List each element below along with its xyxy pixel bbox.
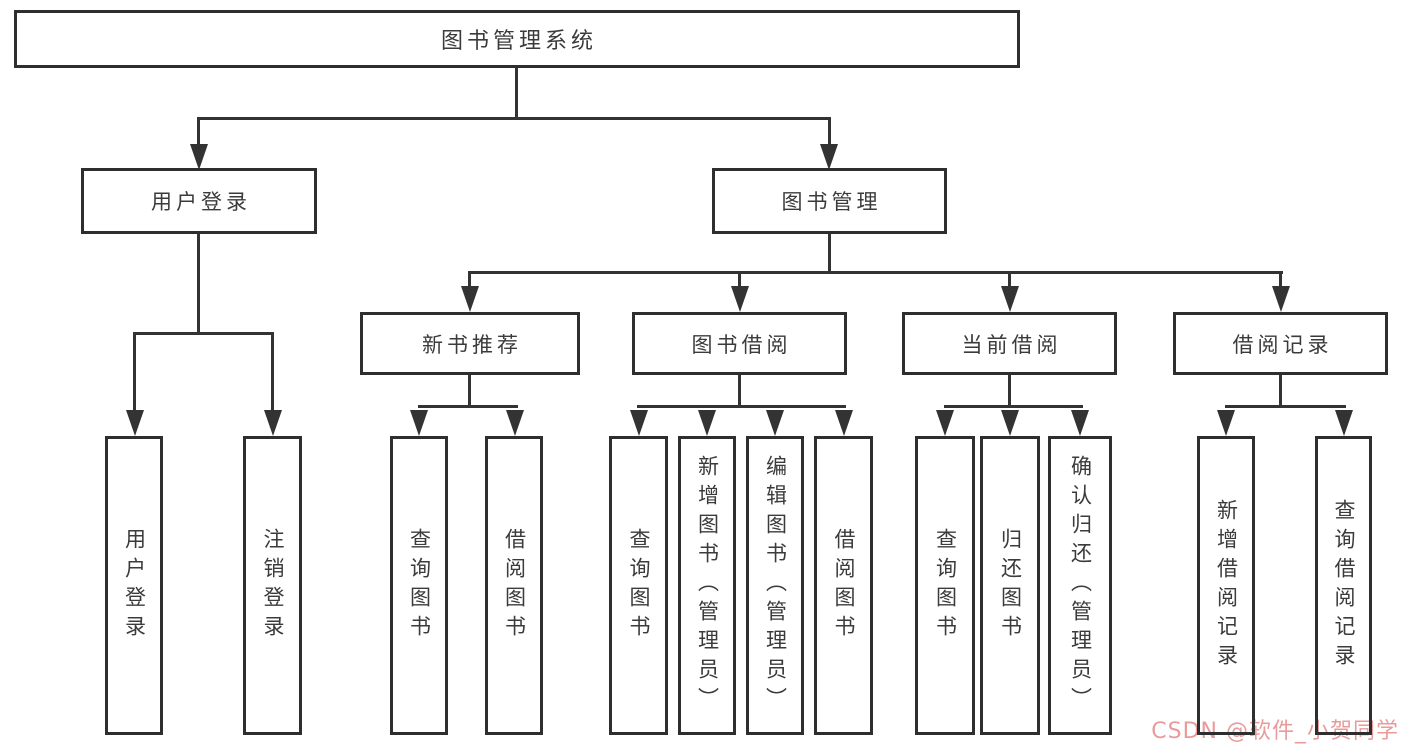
node-label: 新增图书（管理员） [695,455,720,716]
connector-arrow [1272,286,1290,312]
connector-line [1279,271,1282,289]
node-book-management: 图书管理 [712,168,947,234]
connector-line [738,375,741,408]
leaf-borrow-books-recommend: 借阅图书 [485,436,543,735]
connector-line [944,405,1083,408]
connector-arrow [1217,410,1235,436]
node-label: 当前借阅 [961,332,1062,357]
connector-arrow [264,410,282,436]
connector-line [637,405,846,408]
leaf-add-borrow-record: 新增借阅记录 [1197,436,1255,735]
connector-arrow [766,410,784,436]
connector-arrow [698,410,716,436]
connector-line [468,271,471,289]
node-label: 注销登录 [261,527,285,644]
connector-arrow [731,286,749,312]
connector-line [271,332,274,412]
node-label: 查询图书 [627,527,651,644]
node-label: 查询图书 [407,527,432,644]
connector-arrow [461,286,479,312]
node-label: 编辑图书（管理员） [763,455,788,716]
leaf-query-books-recommend: 查询图书 [390,436,448,735]
connector-line [418,405,518,408]
connector-arrow [410,410,428,436]
node-label: 查询图书 [933,527,958,644]
connector-arrow [506,410,524,436]
csdn-watermark: CSDN @软件_小贺同学 [1151,719,1399,744]
connector-arrow [1335,410,1353,436]
node-user-login: 用户登录 [81,168,317,234]
node-label: 借阅图书 [832,527,856,644]
leaf-borrow-books: 借阅图书 [814,436,873,735]
connector-line [828,117,831,147]
connector-arrow [126,410,144,436]
node-label: 用户登录 [122,527,147,644]
connector-line [515,68,518,120]
connector-arrow [190,144,208,170]
connector-line [133,332,274,335]
connector-line [133,332,136,412]
connector-arrow [936,410,954,436]
connector-arrow [835,410,853,436]
node-label: 查询借阅记录 [1332,498,1356,673]
connector-line [1008,375,1011,408]
node-label: 新书推荐 [422,332,522,357]
node-current-borrowing: 当前借阅 [902,312,1117,375]
leaf-confirm-return-admin: 确认归还（管理员） [1048,436,1112,735]
connector-line [1008,271,1011,289]
node-book-borrowing: 图书借阅 [632,312,847,375]
connector-arrow [1071,410,1089,436]
node-label: 图书管理 [781,190,882,214]
leaf-edit-book-admin: 编辑图书（管理员） [746,436,804,735]
connector-line [468,271,1283,274]
connector-arrow [820,144,838,170]
leaf-logout: 注销登录 [243,436,302,735]
node-new-book-recommendation: 新书推荐 [360,312,580,375]
node-label: 确认归还（管理员） [1068,455,1093,716]
leaf-query-borrow-record: 查询借阅记录 [1315,436,1372,735]
node-label: 用户登录 [151,190,251,214]
node-borrowing-records: 借阅记录 [1173,312,1388,375]
leaf-query-books-current: 查询图书 [915,436,975,735]
node-label: 图书借阅 [691,332,792,357]
connector-arrow [1001,410,1019,436]
connector-line [468,375,471,408]
connector-line [197,117,831,120]
connector-line [828,234,831,274]
connector-arrow [1001,286,1019,312]
node-label: 归还图书 [998,527,1023,644]
node-label: 新增借阅记录 [1214,498,1239,673]
leaf-query-books-borrowing: 查询图书 [609,436,668,735]
connector-line [738,271,741,289]
connector-line [197,117,200,147]
connector-line [1279,375,1282,408]
connector-line [197,234,200,335]
leaf-return-books: 归还图书 [980,436,1040,735]
node-library-management-system: 图书管理系统 [14,10,1020,68]
node-label: 图书管理系统 [440,29,597,54]
leaf-user-login: 用户登录 [105,436,163,735]
node-label: 借阅图书 [502,527,527,644]
leaf-add-book-admin: 新增图书（管理员） [678,436,736,735]
node-label: 借阅记录 [1232,332,1333,357]
connector-line [1225,405,1346,408]
connector-arrow [630,410,648,436]
